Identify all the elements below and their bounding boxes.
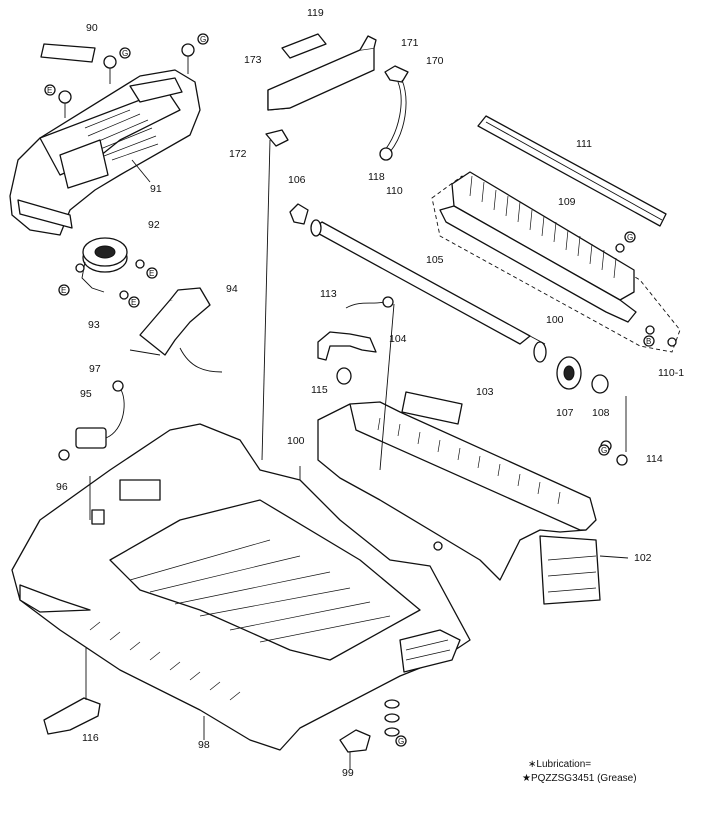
callout-104: 104 xyxy=(389,333,407,345)
part-lower-chassis-98 xyxy=(11,423,471,751)
callout-118: 118 xyxy=(368,171,385,183)
part-top-cover xyxy=(9,69,201,236)
part-top-chassis-102 xyxy=(317,401,628,605)
marker-g-1: G xyxy=(122,49,128,58)
callout-113: 113 xyxy=(320,288,337,300)
part-cable-118 xyxy=(379,65,409,161)
fastener-markers: G G E E E E G B G G xyxy=(44,33,655,747)
part-foot-116 xyxy=(43,697,101,735)
callout-92: 92 xyxy=(148,219,160,231)
part-sensor-95 xyxy=(58,380,125,461)
callout-93: 93 xyxy=(88,319,100,331)
part-lever-104 xyxy=(317,331,377,361)
callout-94: 94 xyxy=(226,283,238,295)
callout-110: 110 xyxy=(386,185,403,197)
lubrication-note-line1: ∗Lubrication= xyxy=(528,759,591,770)
marker-g-5: G xyxy=(398,737,404,746)
part-label-103 xyxy=(401,391,463,425)
part-guide-94 xyxy=(129,287,223,373)
callout-108: 108 xyxy=(592,407,610,419)
callout-106: 106 xyxy=(288,174,306,186)
part-gear-set xyxy=(533,341,609,394)
part-clip-172 xyxy=(265,129,289,147)
lubrication-note: ∗Lubrication= ★PQZZSG3451 (Grease) xyxy=(522,759,637,784)
marker-e-2: E xyxy=(149,269,154,278)
marker-g-3: G xyxy=(627,233,633,242)
part-blade-111 xyxy=(477,115,667,227)
screw-set-cover xyxy=(58,43,195,118)
callout-91: 91 xyxy=(150,183,162,195)
callout-103: 103 xyxy=(476,386,494,398)
marker-e-4: E xyxy=(131,298,136,307)
callout-171: 171 xyxy=(401,37,419,49)
callout-173: 173 xyxy=(244,54,262,66)
part-knob-115 xyxy=(336,367,352,385)
marker-g-4: G xyxy=(601,446,607,455)
callout-109: 109 xyxy=(558,196,576,208)
callout-114: 114 xyxy=(646,453,663,465)
marker-g-2: G xyxy=(200,35,206,44)
callout-107: 107 xyxy=(556,407,574,419)
part-roller-105 xyxy=(310,219,546,345)
part-bracket-119 xyxy=(267,33,377,111)
callout-98: 98 xyxy=(198,739,210,751)
part-motor-92 xyxy=(75,237,145,300)
callout-105: 105 xyxy=(426,254,444,266)
callout-119: 119 xyxy=(307,7,324,19)
callout-100-base: 100 xyxy=(287,435,305,447)
callout-96: 96 xyxy=(56,481,68,493)
callout-116: 116 xyxy=(82,732,99,744)
callout-labels: 90 119 173 171 170 172 118 91 92 93 94 1… xyxy=(56,7,684,779)
callout-100-gear: 100 xyxy=(546,314,564,326)
callout-172: 172 xyxy=(229,148,247,160)
callout-170: 170 xyxy=(426,55,444,67)
callout-95: 95 xyxy=(80,388,92,400)
callout-102: 102 xyxy=(634,552,652,564)
marker-b-1: B xyxy=(646,337,651,346)
marker-e-1: E xyxy=(47,86,52,95)
callout-115: 115 xyxy=(311,384,328,396)
callout-90: 90 xyxy=(86,22,98,34)
callout-97: 97 xyxy=(89,363,101,375)
part-spring-113 xyxy=(345,296,394,309)
marker-e-3: E xyxy=(61,286,66,295)
callout-111: 111 xyxy=(576,138,592,150)
part-bearing-106 xyxy=(289,203,309,225)
callout-99: 99 xyxy=(342,767,354,779)
leader-lines xyxy=(85,139,629,770)
part-foot-99 xyxy=(339,729,371,753)
part-label-plate xyxy=(40,43,96,63)
screw-set-base xyxy=(384,699,400,737)
lubrication-note-line2: ★PQZZSG3451 (Grease) xyxy=(522,773,637,784)
callout-110-1: 110-1 xyxy=(658,367,684,379)
part-cutter-assembly-110 xyxy=(431,171,681,353)
